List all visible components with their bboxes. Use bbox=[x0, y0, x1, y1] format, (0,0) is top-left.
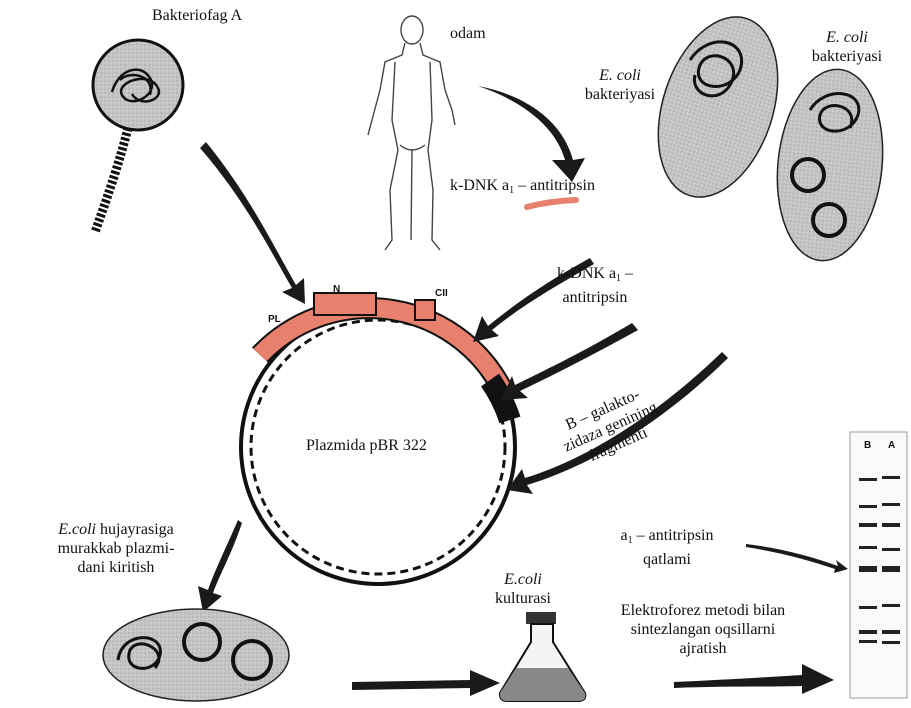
ecoli2-word: bakteriyasi bbox=[792, 47, 902, 66]
electro-line-2: sintezlangan oqsillarni bbox=[598, 620, 808, 639]
insert-italic: E.coli bbox=[58, 521, 96, 538]
layer-label: a1 – antitripsin qatlami bbox=[596, 526, 738, 569]
insert-line-3: dani kiritish bbox=[16, 558, 216, 577]
gene-n-label: N bbox=[333, 280, 340, 299]
human-label: odam bbox=[450, 24, 486, 43]
layer-suffix: – antitripsin bbox=[633, 527, 714, 544]
electro-line-1: Elektroforez metodi bilan bbox=[598, 601, 808, 620]
cdna-fragment bbox=[527, 200, 576, 207]
kdna-label-1: k-DNK a1 – antitripsin bbox=[450, 176, 595, 200]
culture-word: kulturasi bbox=[478, 589, 568, 608]
arrow-phage-to-plasmid bbox=[200, 142, 305, 304]
ecoli2-label: E. coli bakteriyasi bbox=[792, 28, 902, 66]
gene-cii-label: CII bbox=[435, 284, 448, 303]
gel-lane-b-label: B bbox=[864, 436, 871, 455]
ecoli1-label: E. coli bakteriyasi bbox=[580, 66, 660, 104]
ecoli2-name: E. coli bbox=[792, 28, 902, 47]
gel-lane-a-label: A bbox=[888, 436, 895, 455]
culture-flask bbox=[500, 612, 585, 701]
ecoli1-name: E. coli bbox=[580, 66, 660, 85]
culture-name: E.coli bbox=[478, 570, 568, 589]
bacteriophage bbox=[93, 40, 183, 232]
kdna-label-2: k-DNK a1 – antitripsin bbox=[536, 264, 654, 307]
electrophoresis-gel bbox=[850, 432, 907, 698]
arrow-galakto-1 bbox=[501, 323, 638, 400]
ecoli-cell-1 bbox=[637, 2, 799, 213]
layer-prefix: a bbox=[621, 527, 628, 544]
human-figure bbox=[368, 16, 455, 250]
kdna1-prefix: k-DNK a bbox=[450, 177, 509, 194]
layer-line-2: qatlami bbox=[596, 550, 738, 569]
arrow-human-to-cdna bbox=[478, 86, 585, 182]
insert-line-1: hujayrasiga bbox=[100, 521, 174, 538]
kdna2-suffix: – bbox=[621, 265, 633, 282]
arrow-layer-pointer bbox=[746, 544, 848, 573]
gene-pl-label: PL bbox=[268, 310, 281, 329]
phage-label: Bakteriofag A bbox=[152, 6, 242, 25]
kdna2-line2: antitripsin bbox=[536, 288, 654, 307]
arrow-ecoli-to-culture bbox=[352, 670, 500, 696]
plasmid-label: Plazmida pBR 322 bbox=[306, 436, 427, 455]
kdna1-suffix: – antitripsin bbox=[514, 177, 595, 194]
electro-line-3: ajratish bbox=[598, 639, 808, 658]
electro-label: Elektroforez metodi bilan sintezlangan o… bbox=[598, 601, 808, 658]
insert-label: E.coli hujayrasiga murakkab plazmi- dani… bbox=[16, 520, 216, 577]
culture-label: E.coli kulturasi bbox=[478, 570, 568, 608]
ecoli-recombinant-cell bbox=[103, 609, 289, 701]
insert-line-2: murakkab plazmi- bbox=[16, 539, 216, 558]
kdna2-prefix: k-DNK a bbox=[557, 265, 616, 282]
arrow-electro-to-gel bbox=[674, 664, 834, 694]
ecoli1-word: bakteriyasi bbox=[580, 85, 660, 104]
ecoli-cell-2 bbox=[768, 64, 891, 266]
